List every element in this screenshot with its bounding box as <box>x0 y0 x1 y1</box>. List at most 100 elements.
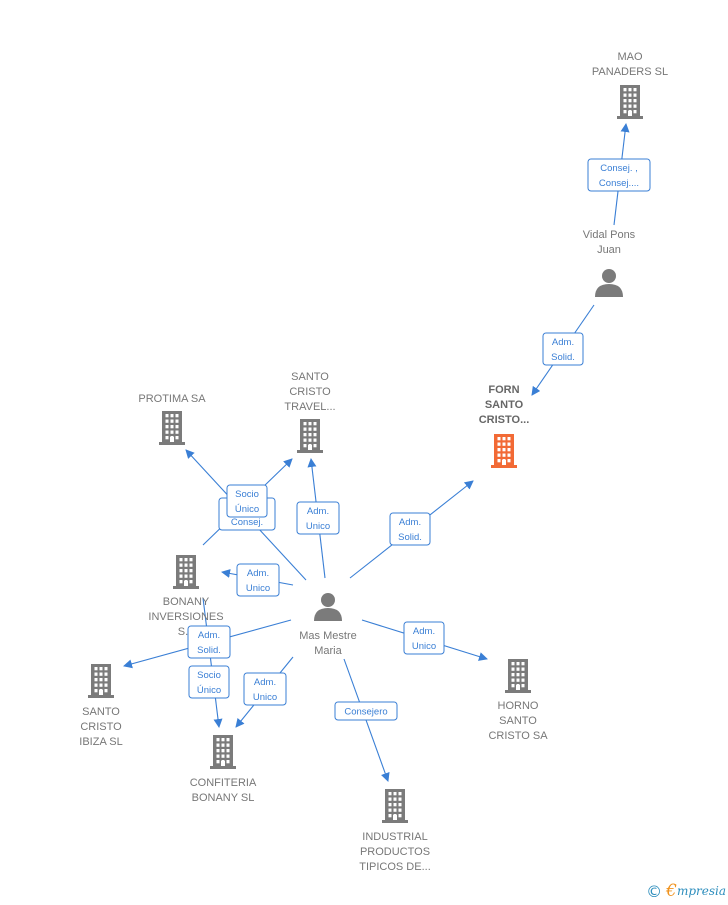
edge-label-text: Adm. <box>254 677 276 688</box>
edge-label-text: Adm. <box>198 630 220 641</box>
edge-label-text: Adm. <box>552 337 574 348</box>
node-label: PROTIMA SA <box>138 393 206 405</box>
node-label: SANTO <box>291 371 329 383</box>
node-horno[interactable]: HORNO SANTO CRISTO SA <box>488 659 548 742</box>
edge-label-text: Unico <box>253 692 277 703</box>
building-icon <box>159 411 185 445</box>
node-mao[interactable]: MAO PANADERS SL <box>592 51 668 119</box>
node-label: Vidal Pons <box>583 229 636 241</box>
edge-label-mas-to-horno[interactable]: Adm. Unico <box>403 621 445 655</box>
edge-label-box <box>296 501 340 535</box>
edge-label-text: Solid. <box>398 532 422 543</box>
edge-label-vidal-to-mao[interactable]: Consej. , Consej.... <box>587 158 651 192</box>
node-label: Mas Mestre <box>299 630 356 642</box>
building-icon <box>505 659 531 693</box>
building-icon <box>491 434 517 468</box>
edge-label-text: Consej.... <box>599 178 639 189</box>
person-icon <box>314 593 342 621</box>
building-icon <box>617 85 643 119</box>
edge-label-box <box>226 484 268 518</box>
building-icon <box>173 555 199 589</box>
brand-logo-initial: € <box>666 881 677 901</box>
brand-logo-text: mpresia <box>676 884 726 898</box>
edge-label-box <box>188 665 230 699</box>
node-label: BONANY SL <box>192 792 255 804</box>
edge-label-text: Consej. <box>231 517 263 528</box>
node-label: CRISTO <box>289 386 331 398</box>
node-label: PRODUCTOS <box>360 846 430 858</box>
edge-label-mas-to-travel[interactable]: Adm. Unico <box>296 501 340 535</box>
edge-bonany-to-confiteria <box>202 597 223 728</box>
edge-label-text: Solid. <box>197 645 221 656</box>
edge-label-box <box>187 625 231 659</box>
edge-label-box <box>334 701 398 721</box>
edge-label-text: Adm. <box>307 506 329 517</box>
edge-label-vidal-to-forn[interactable]: Adm. Solid. <box>542 332 584 366</box>
edge-label-text: Consejero <box>344 707 387 718</box>
node-label: MAO <box>617 51 643 63</box>
node-label: BONANY <box>163 596 210 608</box>
node-label: IBIZA SL <box>79 736 122 748</box>
copyright-icon: © <box>646 881 663 901</box>
node-forn[interactable]: FORN SANTO CRISTO... <box>479 384 530 468</box>
edge-label-mas-to-forn[interactable]: Adm. Solid. <box>389 512 431 546</box>
node-label: TRAVEL... <box>284 401 335 413</box>
edge-label-mas-to-ibiza[interactable]: Adm. Solid. <box>187 625 231 659</box>
edge-labels-layer: Consej. ,Consej....Adm.Solid.Adm.Solid.A… <box>187 158 651 721</box>
node-ibiza[interactable]: SANTO CRISTO IBIZA SL <box>79 664 123 748</box>
node-label: CRISTO SA <box>488 730 548 742</box>
edge-label-text: Solid. <box>551 352 575 363</box>
edge-label-text: Único <box>197 685 221 696</box>
person-icon <box>595 269 623 297</box>
edge-label-text: Adm. <box>413 626 435 637</box>
node-label: CONFITERIA <box>190 777 257 789</box>
edge-label-text: Unico <box>306 521 330 532</box>
edge-label-box <box>542 332 584 366</box>
node-label: FORN <box>488 384 519 396</box>
brand-footer[interactable]: © € mpresia <box>646 881 726 901</box>
edge-label-text: Adm. <box>399 517 421 528</box>
edge-label-text: Socio <box>235 489 259 500</box>
edge-label-box <box>389 512 431 546</box>
node-confiteria[interactable]: CONFITERIA BONANY SL <box>190 735 257 804</box>
node-label: SANTO <box>485 399 524 411</box>
edge-label-mas-to-bonany[interactable]: Adm. Unico <box>236 563 280 597</box>
edge-label-box <box>236 563 280 597</box>
node-label: SANTO <box>82 706 120 718</box>
building-icon <box>297 419 323 453</box>
edge-label-mas-to-confiteria[interactable]: Adm. Unico <box>243 672 287 706</box>
node-label: HORNO <box>498 700 539 712</box>
building-icon <box>210 735 236 769</box>
building-icon <box>88 664 114 698</box>
node-protima[interactable]: PROTIMA SA <box>138 393 206 445</box>
edge-label-text: Consej. , <box>600 163 638 174</box>
edge-label-box <box>403 621 445 655</box>
node-bonany[interactable]: BONANYINVERSIONESS... <box>148 555 224 638</box>
edge-label-box <box>587 158 651 192</box>
edge-label-text: Único <box>235 504 259 515</box>
node-industrial[interactable]: INDUSTRIAL PRODUCTOS TIPICOS DE... <box>359 789 431 873</box>
node-label: CRISTO... <box>479 414 530 426</box>
node-label: TIPICOS DE... <box>359 861 431 873</box>
edge-label-text: Adm. <box>247 568 269 579</box>
edge-label-text: Unico <box>412 641 436 652</box>
node-label: SANTO <box>499 715 537 727</box>
edge-label-box <box>243 672 287 706</box>
building-icon <box>382 789 408 823</box>
node-label: PANADERS SL <box>592 66 668 78</box>
node-label: Maria <box>314 645 342 657</box>
node-label: Juan <box>597 244 621 256</box>
edge-label-text: Socio <box>197 670 221 681</box>
node-label: INDUSTRIAL <box>362 831 427 843</box>
node-travel[interactable]: SANTO CRISTO TRAVEL... <box>284 371 336 453</box>
node-label: CRISTO <box>80 721 122 733</box>
edge-label-mas-to-industrial[interactable]: Consejero <box>334 701 398 721</box>
edge-label-text: Unico <box>246 583 270 594</box>
node-label: INVERSIONES <box>148 611 223 623</box>
